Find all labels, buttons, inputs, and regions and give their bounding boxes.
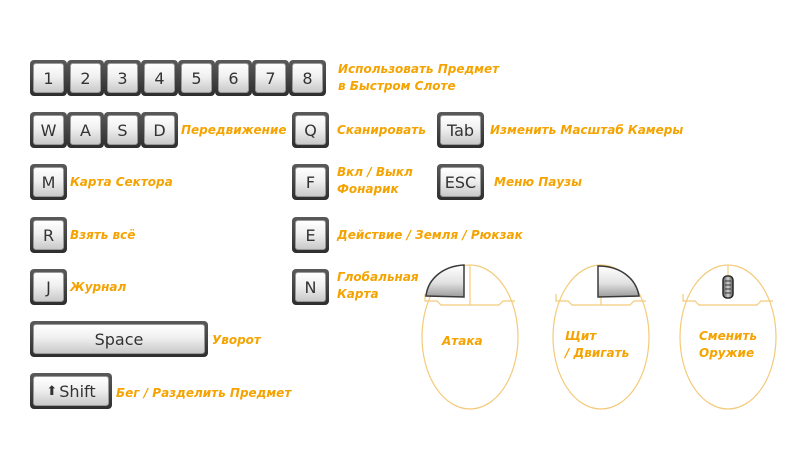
quick-slot-label-line2: в Быстром Слоте [338, 79, 456, 93]
right-button-highlight [597, 265, 640, 298]
key-q-label: Q [295, 115, 326, 145]
key-n[interactable]: N [292, 269, 329, 305]
key-j[interactable]: J [30, 269, 67, 305]
key-tab[interactable]: Tab [437, 112, 484, 148]
key-shift-face: ⬆Shift [33, 376, 109, 406]
flashlight-label-line1: Вкл / Выкл [337, 165, 413, 179]
mouse-right-click[interactable] [552, 264, 650, 410]
attack-label: Атака [442, 334, 483, 348]
key-3[interactable]: 3 [104, 60, 141, 96]
mouse-left-click[interactable] [421, 264, 519, 410]
left-button-highlight [425, 264, 465, 298]
shield-label-line2: / Двигать [565, 346, 630, 360]
take-all-label: Взять всё [70, 228, 136, 242]
key-2-label: 2 [70, 63, 101, 93]
key-a[interactable]: A [67, 112, 104, 148]
run-label: Бег / Разделить Предмет [116, 386, 292, 400]
mouse-scroll-wheel[interactable] [679, 264, 777, 410]
key-4[interactable]: 4 [141, 60, 178, 96]
key-esc[interactable]: ESC [437, 164, 484, 200]
sector-map-label: Карта Сектора [70, 175, 173, 189]
key-7[interactable]: 7 [252, 60, 289, 96]
dodge-label: Уворот [212, 333, 261, 347]
quick-slot-label: Использовать Предмет в Быстром Слоте [338, 61, 499, 95]
wheel-highlight [722, 275, 734, 299]
global-map-label-line2: Карта [337, 287, 379, 301]
key-r-label: R [33, 220, 64, 250]
scan-label: Сканировать [337, 123, 426, 137]
global-map-label-line1: Глобальная [337, 270, 419, 284]
key-space-label: Space [33, 324, 205, 354]
key-s[interactable]: S [104, 112, 141, 148]
pause-menu-label: Меню Паузы [494, 175, 583, 189]
key-tab-label: Tab [440, 115, 481, 145]
key-a-label: A [70, 115, 101, 145]
key-2[interactable]: 2 [67, 60, 104, 96]
key-6[interactable]: 6 [215, 60, 252, 96]
key-f[interactable]: F [292, 164, 329, 200]
key-shift[interactable]: ⬆Shift [30, 373, 112, 409]
key-1[interactable]: 1 [30, 60, 67, 96]
key-5[interactable]: 5 [178, 60, 215, 96]
journal-label: Журнал [70, 280, 127, 294]
action-label: Действие / Земля / Рюкзак [337, 228, 523, 242]
key-d-label: D [144, 115, 175, 145]
key-w[interactable]: W [30, 112, 67, 148]
key-f-label: F [295, 167, 326, 197]
key-w-label: W [33, 115, 64, 145]
key-6-label: 6 [218, 63, 249, 93]
quick-slot-label-line1: Использовать Предмет [338, 62, 500, 76]
key-8[interactable]: 8 [289, 60, 326, 96]
key-m[interactable]: M [30, 164, 67, 200]
key-d[interactable]: D [141, 112, 178, 148]
key-1-label: 1 [33, 63, 64, 93]
key-space[interactable]: Space [30, 321, 208, 357]
weapon-label-line2: Оружие [699, 346, 755, 360]
key-m-label: M [33, 167, 64, 197]
shift-arrow-icon: ⬆ [46, 383, 58, 399]
key-q[interactable]: Q [292, 112, 329, 148]
key-r[interactable]: R [30, 217, 67, 253]
key-5-label: 5 [181, 63, 212, 93]
key-n-label: N [295, 272, 326, 302]
key-e[interactable]: E [292, 217, 329, 253]
shield-label: Щит / Двигать [565, 328, 629, 362]
key-7-label: 7 [255, 63, 286, 93]
key-shift-label: Shift [59, 381, 96, 401]
key-4-label: 4 [144, 63, 175, 93]
weapon-label-line1: Сменить [699, 329, 757, 343]
shield-label-line1: Щит [565, 329, 597, 343]
key-esc-label: ESC [440, 167, 481, 197]
key-j-label: J [33, 272, 64, 302]
move-label: Передвижение [181, 123, 287, 137]
flashlight-label-line2: Фонарик [337, 182, 399, 196]
key-8-label: 8 [292, 63, 323, 93]
key-s-label: S [107, 115, 138, 145]
key-e-label: E [295, 220, 326, 250]
camera-zoom-label: Изменить Масштаб Камеры [490, 123, 684, 137]
key-3-label: 3 [107, 63, 138, 93]
